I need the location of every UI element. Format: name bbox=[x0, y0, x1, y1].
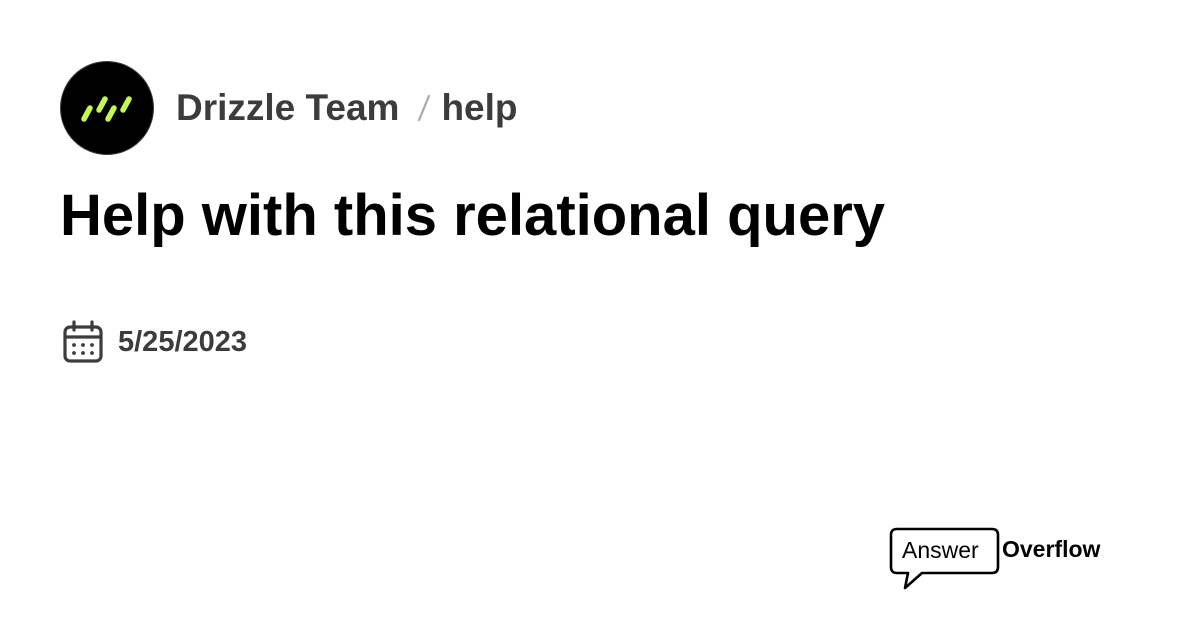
answeroverflow-logo: Answer Overflow bbox=[889, 527, 1111, 591]
server-avatar[interactable] bbox=[60, 61, 154, 155]
slash-icon bbox=[418, 94, 431, 122]
speech-bubble-icon bbox=[889, 527, 1000, 590]
calendar-icon bbox=[63, 320, 103, 363]
thread-title: Help with this relational query bbox=[60, 183, 886, 248]
server-name[interactable]: Drizzle Team bbox=[176, 87, 400, 128]
drizzle-logo-icon bbox=[81, 96, 132, 122]
thread-date: 5/25/2023 bbox=[62, 320, 247, 364]
brand-answer-text: Answer bbox=[902, 537, 979, 563]
brand-overflow-text: Overflow bbox=[1002, 536, 1101, 562]
breadcrumb: Drizzle Team help bbox=[176, 87, 518, 129]
breadcrumb-separator bbox=[417, 93, 431, 123]
header: Drizzle Team help bbox=[60, 60, 518, 156]
channel-name[interactable]: help bbox=[441, 87, 518, 128]
date-text: 5/25/2023 bbox=[118, 325, 248, 358]
